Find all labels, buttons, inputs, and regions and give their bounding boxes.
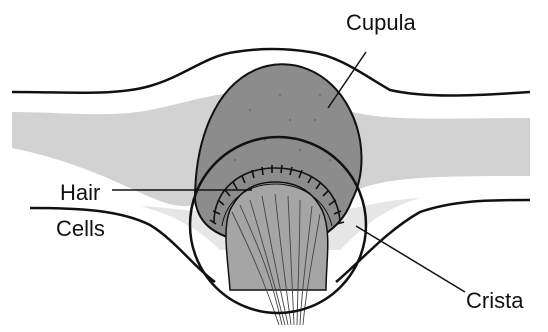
crista-pointer bbox=[356, 226, 465, 292]
label-hair-cells-line1: Hair bbox=[60, 180, 100, 205]
label-hair-cells-line2: Cells bbox=[56, 216, 105, 241]
label-cupula: Cupula bbox=[346, 10, 416, 35]
cupula-pointer bbox=[328, 52, 366, 108]
label-crista: Crista bbox=[466, 288, 524, 313]
